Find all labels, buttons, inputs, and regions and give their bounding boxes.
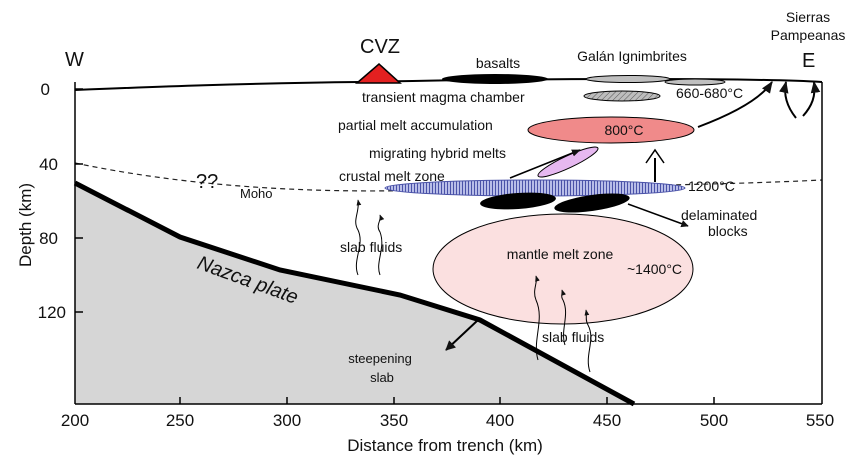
galan-lens <box>585 75 671 83</box>
moho-label: Moho <box>240 186 273 201</box>
x-tick-label: 250 <box>166 411 194 430</box>
sierras-faults <box>697 80 821 128</box>
hybrid-melt-blob <box>537 146 599 178</box>
west-label: W <box>65 49 84 71</box>
x-tick-label: 300 <box>273 411 301 430</box>
x-tick-label: 550 <box>806 411 834 430</box>
mantle-temp-label: ~1400°C <box>627 261 682 277</box>
slab-top-line <box>73 180 636 407</box>
cvz-label: CVZ <box>360 36 400 58</box>
delam-block-1 <box>480 192 556 210</box>
y-tick-label: 0 <box>41 80 50 99</box>
basalts-lens <box>442 74 548 84</box>
hybrid-label: migrating hybrid melts <box>369 145 506 161</box>
slab-fluid-arrows-right <box>534 275 592 373</box>
mantle-label: mantle melt zone <box>507 246 614 262</box>
x-tick-label: 200 <box>61 411 89 430</box>
steepening-label-1: steepening <box>348 351 412 366</box>
slab-fluids-left-label: slab fluids <box>340 239 402 255</box>
x-tick-label: 500 <box>700 411 728 430</box>
basalts-label: basalts <box>476 55 520 71</box>
pampeanas-label: Pampeanas <box>771 27 845 43</box>
magma-chamber-label: transient magma chamber <box>362 89 525 105</box>
crustal-temp-label: 1200°C <box>688 178 735 194</box>
magma-chamber <box>583 90 661 102</box>
x-tick-label: 350 <box>380 411 408 430</box>
y-ticks <box>75 88 83 313</box>
delam-label-2: blocks <box>708 223 748 239</box>
partial-temp-label: 800°C <box>604 122 643 138</box>
y-tick-label: 40 <box>39 155 58 174</box>
x-axis-title: Distance from trench (km) <box>347 436 543 455</box>
galan-lens-2 <box>664 78 726 86</box>
steepening-arrow <box>445 319 479 351</box>
y-tick-label: 120 <box>38 303 66 322</box>
mantle-melt-zone <box>432 213 694 325</box>
east-label: E <box>802 50 815 72</box>
slab-fluids-right-label: slab fluids <box>542 329 604 345</box>
melt-rise-arrow <box>645 148 665 182</box>
moho-question: ?? <box>196 171 218 193</box>
nazca-slab <box>75 183 634 404</box>
delam-label-1: delaminated <box>681 207 757 223</box>
hybrid-arrow <box>509 149 581 179</box>
steepening-label-2: slab <box>370 370 394 385</box>
volcano-icon <box>354 62 402 84</box>
x-tick-label: 450 <box>593 411 621 430</box>
delam-arrow <box>627 203 689 228</box>
x-ticks <box>179 397 715 404</box>
delam-block-2 <box>554 193 630 213</box>
partial-melt-zone <box>527 116 695 144</box>
moho-line <box>74 162 823 192</box>
y-axis-title: Depth (km) <box>16 183 35 267</box>
sierras-label: Sierras <box>786 9 830 25</box>
slab-fluid-arrows-left <box>355 199 385 276</box>
x-tick-label: 400 <box>486 411 514 430</box>
y-tick-label: 80 <box>39 229 58 248</box>
partial-melt-label: partial melt accumulation <box>338 117 493 133</box>
crustal-label: crustal melt zone <box>339 168 445 184</box>
galan-label: Galán Ignimbrites <box>577 48 687 64</box>
magma-temp-label: 660-680°C <box>676 85 743 101</box>
